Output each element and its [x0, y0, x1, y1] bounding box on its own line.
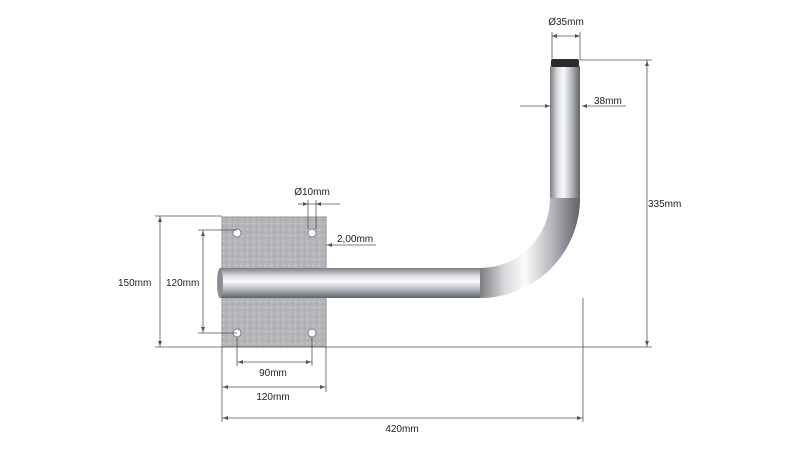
mounting-hole-bottom-right: [307, 328, 317, 338]
mounting-hole-top-left: [232, 228, 242, 238]
dim-total-height: 335mm: [648, 199, 681, 210]
dim-total-length: 420mm: [385, 424, 418, 435]
dim-plate-thickness: 2,00mm: [337, 234, 373, 245]
dim-plate-height: 150mm: [118, 278, 151, 289]
dim-hole-spacing-horizontal: 90mm: [259, 368, 287, 379]
dim-pipe-diameter: Ø35mm: [548, 17, 584, 28]
dim-hole-diameter: Ø10mm: [294, 187, 330, 198]
mounting-hole-top-right: [307, 228, 317, 238]
pipe-end-cap: [551, 59, 579, 67]
dim-plate-width: 120mm: [256, 392, 289, 403]
dimension-arrows: [158, 34, 649, 420]
dim-hole-spacing-vertical: 120mm: [166, 278, 199, 289]
bracket-pipe: [217, 59, 580, 298]
dim-bend-offset: 38mm: [594, 96, 622, 107]
